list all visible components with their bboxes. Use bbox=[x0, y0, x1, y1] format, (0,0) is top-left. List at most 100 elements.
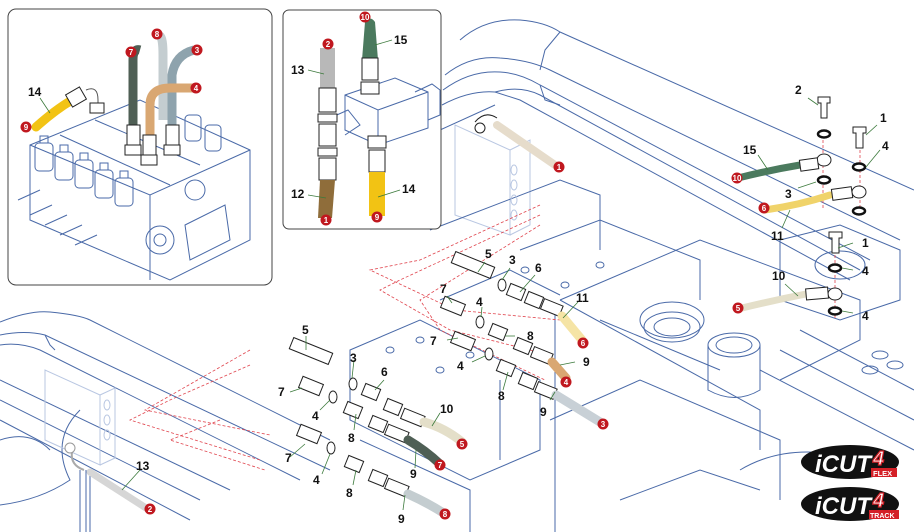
part-label: 8 bbox=[346, 486, 353, 500]
svg-text:4: 4 bbox=[872, 490, 884, 512]
part-label: 9 bbox=[398, 512, 405, 526]
svg-text:1: 1 bbox=[557, 163, 562, 172]
hose-badge: 6 bbox=[577, 337, 589, 349]
hose-brown bbox=[318, 180, 335, 218]
part-label: 13 bbox=[136, 459, 150, 473]
hose-badge: 3 bbox=[191, 44, 203, 56]
part-label: 4 bbox=[882, 139, 889, 153]
elbow-fitting bbox=[474, 114, 498, 123]
part-label: 7 bbox=[278, 385, 285, 399]
svg-text:4: 4 bbox=[564, 378, 569, 387]
svg-text:iCUT: iCUT bbox=[815, 451, 873, 478]
part-label: 4 bbox=[862, 264, 869, 278]
hose-badge: 10 bbox=[359, 11, 371, 23]
part-label: 9 bbox=[583, 355, 590, 369]
hose-badge: 8 bbox=[439, 508, 451, 520]
hose-badge: 1 bbox=[553, 161, 565, 173]
svg-text:4: 4 bbox=[872, 448, 884, 470]
hose-badge: 7 bbox=[125, 46, 137, 58]
part-label: 6 bbox=[381, 365, 388, 379]
svg-text:7: 7 bbox=[438, 461, 443, 470]
svg-text:9: 9 bbox=[24, 123, 29, 132]
hose-grey bbox=[86, 468, 150, 512]
hose-badge: 9 bbox=[371, 211, 383, 223]
hose-yellow bbox=[369, 172, 385, 216]
hose-blue-grey bbox=[167, 45, 196, 125]
part-label: 11 bbox=[576, 291, 589, 305]
svg-text:7: 7 bbox=[129, 48, 134, 57]
hose-badge: 7 bbox=[434, 459, 446, 471]
svg-text:2: 2 bbox=[326, 40, 331, 49]
hose-light-grey bbox=[156, 32, 168, 120]
part-label: 1 bbox=[862, 236, 869, 250]
center-fittings-group: 5 3 6 11 7 4 8 7 4 8 9 9 6 4 3 bbox=[430, 247, 609, 430]
svg-text:3: 3 bbox=[601, 420, 606, 429]
hose-grey bbox=[320, 48, 335, 90]
hose-badge: 4 bbox=[560, 376, 572, 388]
svg-text:5: 5 bbox=[736, 304, 741, 313]
nut-fitting bbox=[474, 122, 486, 134]
svg-text:10: 10 bbox=[361, 13, 370, 22]
hose-badge: 2 bbox=[322, 38, 334, 50]
nut-fitting bbox=[64, 442, 76, 454]
part-label: 7 bbox=[285, 451, 292, 465]
part-label: 5 bbox=[302, 323, 309, 337]
part-label: 3 bbox=[509, 253, 516, 267]
solenoid-group bbox=[34, 114, 222, 207]
left-fittings-group: 5 3 6 7 4 8 10 7 4 8 9 9 5 7 8 bbox=[278, 323, 468, 526]
part-label: 2 bbox=[795, 83, 802, 97]
part-label: 1 bbox=[880, 111, 887, 125]
hose-badge: 6 bbox=[758, 202, 770, 214]
top-tank-hose bbox=[474, 114, 559, 169]
part-label: 15 bbox=[394, 33, 408, 47]
svg-text:5: 5 bbox=[460, 440, 465, 449]
part-label: 9 bbox=[540, 405, 547, 419]
part-label: 14 bbox=[28, 85, 42, 99]
hose-green bbox=[362, 18, 378, 60]
part-label: 3 bbox=[350, 351, 357, 365]
svg-text:TRACK: TRACK bbox=[870, 513, 895, 520]
machine-wireframe bbox=[0, 19, 914, 532]
part-label: 6 bbox=[535, 261, 542, 275]
hose-tan bbox=[145, 83, 193, 135]
part-label: 11 bbox=[771, 229, 784, 243]
hose-cream bbox=[419, 417, 467, 447]
hose-beige bbox=[493, 121, 559, 169]
part-label: 8 bbox=[527, 329, 534, 343]
part-label: 15 bbox=[743, 143, 757, 157]
part-label: 7 bbox=[430, 334, 437, 348]
hose-badge: 3 bbox=[597, 418, 609, 430]
part-label: 3 bbox=[785, 187, 792, 201]
part-label: 4 bbox=[312, 409, 319, 423]
hose-yellow bbox=[761, 191, 834, 214]
part-label: 4 bbox=[457, 359, 464, 373]
part-label: 10 bbox=[772, 269, 786, 283]
bottom-left-hose: 13 bbox=[64, 442, 150, 512]
part-label: 4 bbox=[862, 309, 869, 323]
part-label: 5 bbox=[485, 247, 492, 261]
hose-badge: 4 bbox=[190, 82, 202, 94]
hose-tan bbox=[547, 357, 571, 383]
part-label: 4 bbox=[313, 473, 320, 487]
logo-icut-track: iCUT 4 TRACK bbox=[801, 487, 899, 521]
svg-text:8: 8 bbox=[443, 510, 448, 519]
svg-text:6: 6 bbox=[762, 204, 767, 213]
hose-light-grey bbox=[551, 390, 605, 427]
hose-green bbox=[734, 161, 804, 182]
hose-badge: 5 bbox=[732, 302, 744, 314]
svg-text:8: 8 bbox=[155, 30, 160, 39]
hose-badge: 1 bbox=[320, 214, 332, 226]
svg-text:10: 10 bbox=[733, 174, 742, 183]
part-label: 12 bbox=[291, 187, 305, 201]
part-label: 7 bbox=[440, 282, 447, 296]
part-label: 8 bbox=[498, 389, 505, 403]
part-label: 13 bbox=[291, 63, 305, 77]
hose-badge: 10 bbox=[731, 172, 743, 184]
hose-cream bbox=[738, 290, 810, 312]
hose-dark-green bbox=[403, 435, 445, 469]
svg-text:1: 1 bbox=[324, 216, 329, 225]
hose-badge: 5 bbox=[456, 438, 468, 450]
svg-text:iCUT: iCUT bbox=[815, 493, 873, 520]
logo-icut-flex: iCUT 4 FLEX bbox=[801, 445, 899, 479]
